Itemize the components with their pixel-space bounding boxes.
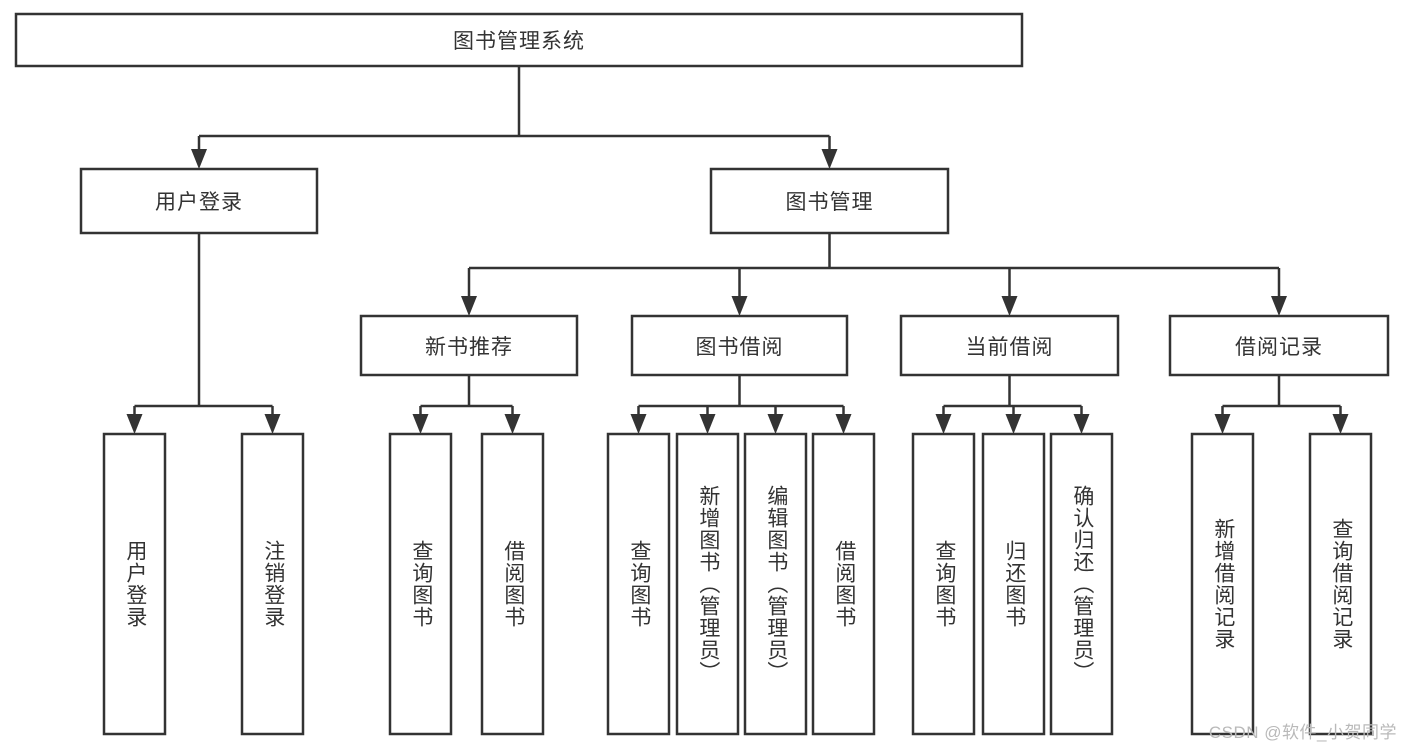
watermark-text: CSDN @软件_小贺同学: [1208, 723, 1397, 742]
arrow-head-icon: [1271, 296, 1287, 316]
arrow-head-icon: [935, 414, 952, 434]
node-box-leaf-6[interactable]: [743, 432, 808, 736]
arrow-head-icon: [1214, 414, 1231, 434]
node-label-leaf-9: 归还图书: [1002, 540, 1026, 628]
node-label-leaf-4: 查询图书: [627, 540, 651, 628]
node-box-l3-3[interactable]: [1168, 314, 1390, 377]
node-label-l3-2: 当前借阅: [965, 335, 1054, 359]
node-box-leaf-2[interactable]: [388, 432, 453, 736]
node-label-leaf-2: 查询图书: [409, 540, 433, 628]
node-box-group: [14, 12, 1390, 736]
node-box-leaf-5[interactable]: [675, 432, 740, 736]
node-label-leaf-11: 新增借阅记录: [1211, 518, 1235, 650]
node-label-l3-3: 借阅记录: [1235, 335, 1323, 359]
node-box-leaf-0[interactable]: [102, 432, 167, 736]
node-box-leaf-12[interactable]: [1308, 432, 1373, 736]
node-box-l3-1[interactable]: [630, 314, 849, 377]
arrow-head-icon: [412, 414, 429, 434]
arrow-head-icon: [191, 149, 207, 169]
arrow-head-icon: [1001, 296, 1018, 316]
node-box-l3-2[interactable]: [899, 314, 1120, 377]
node-label-root-0: 图书管理系统: [453, 30, 585, 53]
node-label-leaf-12: 查询借阅记录: [1329, 518, 1353, 650]
node-box-l2-1[interactable]: [709, 167, 950, 235]
arrow-head-icon: [835, 414, 852, 434]
node-box-l2-0[interactable]: [79, 167, 319, 235]
arrow-head-icon: [731, 296, 748, 316]
node-label-leaf-10: 确认归还（管理员）: [1070, 485, 1094, 683]
arrow-head-icon: [504, 414, 521, 434]
node-label-leaf-5: 新增图书（管理员）: [696, 485, 720, 683]
node-box-leaf-9[interactable]: [981, 432, 1046, 736]
arrow-head-icon: [1073, 414, 1090, 434]
arrow-head-icon: [699, 414, 716, 434]
arrow-head-icon: [1005, 414, 1022, 434]
node-label-l2-0: 用户登录: [155, 191, 243, 214]
edge-group: [126, 66, 1349, 434]
node-box-leaf-10[interactable]: [1049, 432, 1114, 736]
node-label-l2-1: 图书管理: [785, 191, 874, 214]
node-label-leaf-6: 编辑图书（管理员）: [764, 485, 788, 683]
node-label-leaf-0: 用户登录: [123, 540, 147, 628]
node-label-l3-0: 新书推荐: [425, 335, 513, 359]
arrow-head-icon: [821, 149, 838, 169]
node-label-leaf-8: 查询图书: [932, 540, 956, 628]
node-box-leaf-11[interactable]: [1190, 432, 1255, 736]
arrow-head-icon: [1332, 414, 1349, 434]
node-label-leaf-3: 借阅图书: [501, 540, 525, 628]
arrow-head-icon: [264, 414, 281, 434]
node-box-root-0[interactable]: [14, 12, 1024, 68]
node-box-leaf-8[interactable]: [911, 432, 976, 736]
node-box-l3-0[interactable]: [359, 314, 579, 377]
arrow-head-icon: [630, 414, 647, 434]
node-box-leaf-3[interactable]: [480, 432, 545, 736]
node-label-leaf-7: 借阅图书: [832, 540, 856, 628]
node-label-l3-1: 图书借阅: [695, 335, 784, 359]
node-label-leaf-1: 注销登录: [261, 540, 285, 628]
arrow-head-icon: [767, 414, 784, 434]
arrow-head-icon: [461, 296, 477, 316]
node-box-leaf-7[interactable]: [811, 432, 876, 736]
node-box-leaf-1[interactable]: [240, 432, 305, 736]
arrow-head-icon: [126, 414, 143, 434]
node-box-leaf-4[interactable]: [606, 432, 671, 736]
